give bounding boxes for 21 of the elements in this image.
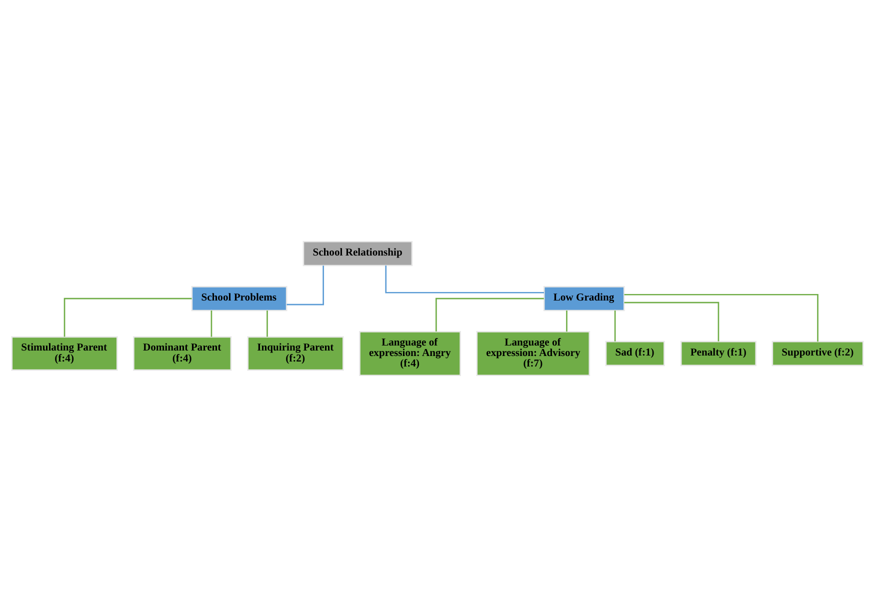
node-box: School Problems <box>191 286 288 311</box>
node-box: Inquiring Parent (f:2) <box>247 336 344 370</box>
connector <box>436 297 544 331</box>
node-box: Stimulating Parent (f:4) <box>11 336 118 370</box>
connector <box>266 310 268 336</box>
connector <box>614 310 616 341</box>
node-box: Supportive (f:2) <box>772 340 864 366</box>
node-box: Low Grading <box>543 286 625 311</box>
node-box: School Relationship <box>302 240 413 266</box>
node-box: Dominant Parent (f:4) <box>133 336 232 370</box>
node-box: Language of expression: Angry (f:4) <box>359 330 461 376</box>
connector <box>210 310 212 336</box>
connector <box>286 265 324 305</box>
connector <box>385 265 544 293</box>
node-box: Penalty (f:1) <box>680 340 757 366</box>
node-box: Language of expression: Advisory (f:7) <box>476 330 590 376</box>
connector <box>566 310 568 332</box>
connector <box>64 297 192 336</box>
connector <box>624 301 720 341</box>
node-box: Sad (f:1) <box>605 340 665 366</box>
connector <box>624 293 818 342</box>
